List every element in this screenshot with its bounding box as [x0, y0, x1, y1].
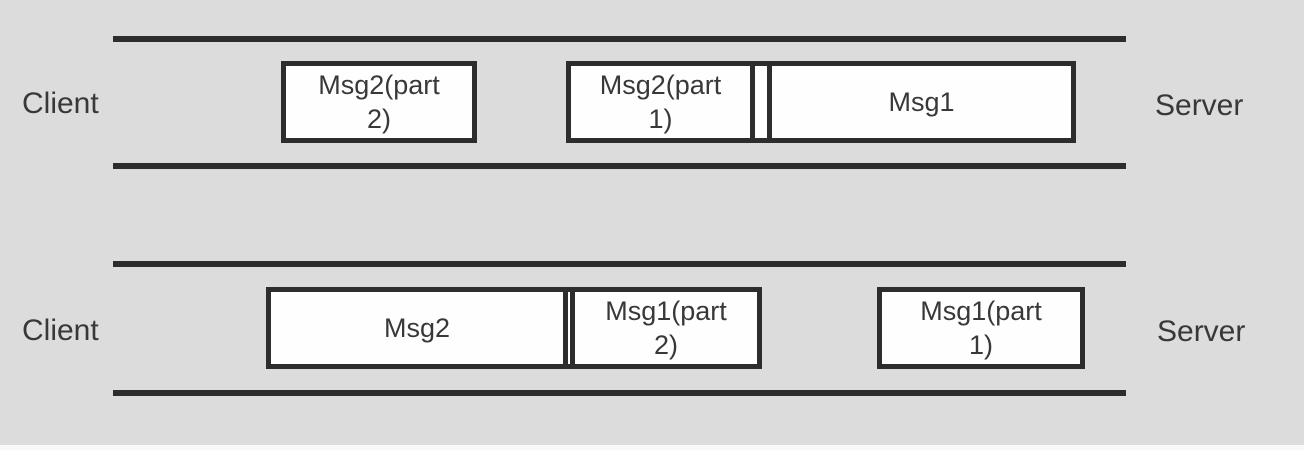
- channel-top-line: [113, 36, 1126, 42]
- message-box-label: Msg2(part 2): [318, 70, 440, 134]
- box-divider-gap: [568, 292, 570, 364]
- message-box-msg1-part2: Msg1(part 2): [570, 292, 757, 364]
- message-box-label: Msg1: [888, 87, 955, 117]
- adjacent-message-group: Msg2 Msg1(part 2): [266, 287, 762, 369]
- server-label: Server: [1157, 315, 1246, 348]
- message-box-msg2-part2: Msg2(part 2): [281, 61, 477, 143]
- message-box-msg2-part1: Msg2(part 1): [571, 66, 755, 138]
- message-box-label: Msg1(part 2): [605, 296, 727, 360]
- adjacent-message-group: Msg2(part 1) Msg1: [566, 61, 1076, 143]
- message-box-msg2: Msg2: [271, 292, 568, 364]
- server-label: Server: [1155, 89, 1244, 122]
- client-label: Client: [22, 87, 99, 120]
- message-box-msg1: Msg1: [767, 66, 1071, 138]
- page-bottom-edge: [0, 445, 1304, 450]
- channel-bottom-line: [113, 390, 1126, 396]
- message-box-msg1-part1: Msg1(part 1): [877, 287, 1085, 369]
- message-box-label: Msg1(part 1): [920, 296, 1042, 360]
- box-divider-gap: [755, 66, 767, 138]
- message-box-label: Msg2(part 1): [599, 70, 722, 134]
- client-label: Client: [22, 314, 99, 347]
- channel-top-line: [113, 261, 1126, 267]
- message-box-label: Msg2: [383, 313, 451, 343]
- channel-bottom-line: [113, 163, 1126, 169]
